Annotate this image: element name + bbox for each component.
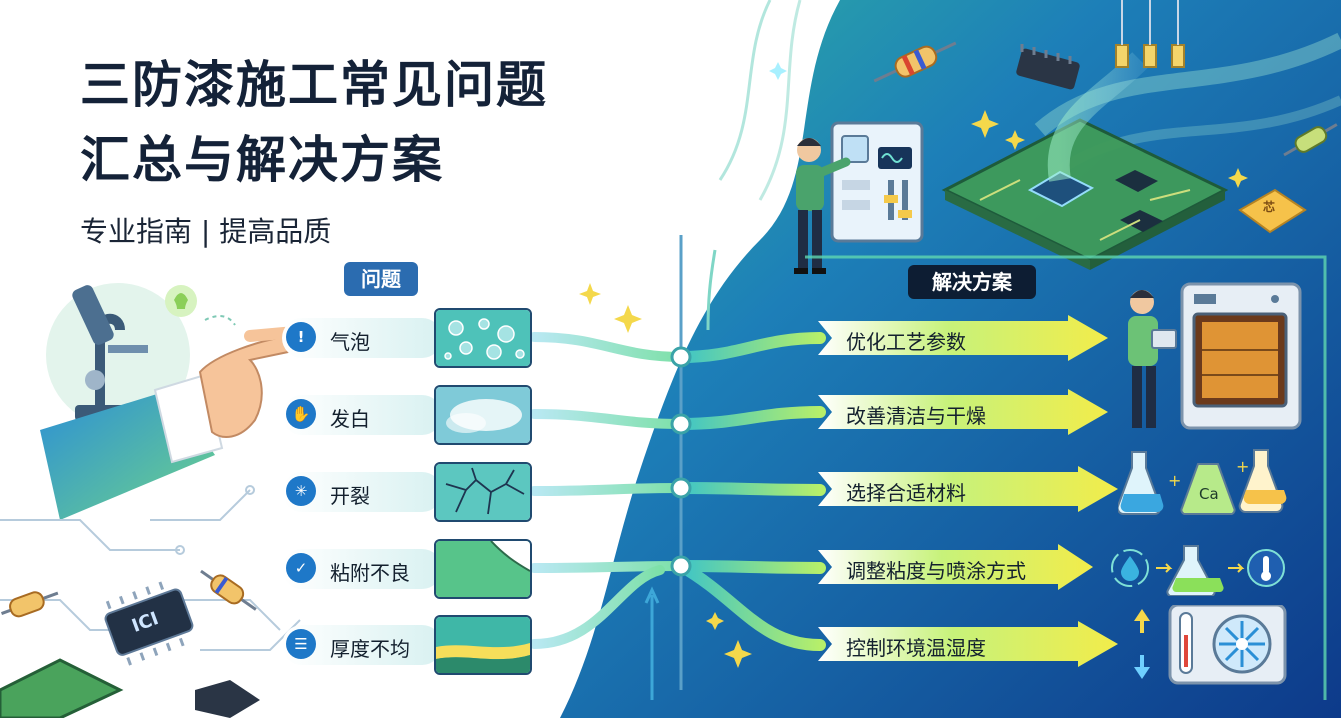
solution-label: 控制环境温湿度 (846, 636, 986, 660)
solutions-header: 解决方案 (908, 265, 1036, 299)
problem-label: 开裂 (330, 484, 370, 508)
svg-text:+: + (1168, 471, 1181, 490)
bubbles-thumbnail (434, 308, 532, 368)
arrow-banner (818, 544, 1093, 590)
solution-label: 优化工艺参数 (846, 330, 966, 354)
problem-item-whitening: ✋ 发白 (282, 385, 532, 445)
subtitle: 专业指南 | 提高品质 (80, 215, 332, 248)
page-title-line-1: 三防漆施工常见问题 (80, 56, 548, 114)
problem-item-cracking: ✳ 开裂 (282, 462, 532, 522)
solution-label: 调整粘度与喷涂方式 (846, 559, 1026, 583)
thickness-thumbnail (434, 615, 532, 675)
arrow-banner (818, 621, 1118, 667)
whitening-thumbnail (434, 385, 532, 445)
viscosity-spray-icons (1111, 545, 1285, 596)
problem-label: 发白 (330, 407, 370, 431)
arrow-banner (818, 389, 1108, 435)
arrow-banner (818, 315, 1108, 361)
flasks-illustration: + + (1118, 449, 1287, 516)
climate-control-icons (1134, 605, 1287, 685)
crack-icon: ✳ (286, 476, 316, 506)
cracking-thumbnail (434, 462, 532, 522)
solution-label: 改善清洁与干燥 (846, 404, 986, 428)
page-title-line-2: 汇总与解决方案 (80, 131, 444, 189)
problem-item-uneven-thickness: ☰ 厚度不均 (282, 615, 532, 675)
problem-label: 气泡 (330, 330, 370, 354)
problems-header: 问题 (344, 262, 418, 296)
problem-item-bubbles: ! 气泡 (282, 308, 532, 368)
hand-icon: ✋ (286, 399, 316, 429)
layers-icon: ☰ (286, 629, 316, 659)
exclamation-icon: ! (286, 322, 316, 352)
problem-label: 粘附不良 (330, 561, 410, 585)
problem-label: 厚度不均 (330, 637, 410, 661)
svg-text:+: + (1236, 457, 1249, 476)
chip-label-cn: 芯 (1263, 200, 1276, 214)
solution-label: 选择合适材料 (846, 481, 966, 505)
problem-item-poor-adhesion: ✓ 粘附不良 (282, 539, 532, 599)
arrow-banner (818, 466, 1118, 512)
adhesion-thumbnail (434, 539, 532, 599)
clipboard-icon: ✓ (286, 553, 316, 583)
technician-oven-illustration (1128, 282, 1302, 430)
flask-label: Ca (1199, 485, 1219, 503)
